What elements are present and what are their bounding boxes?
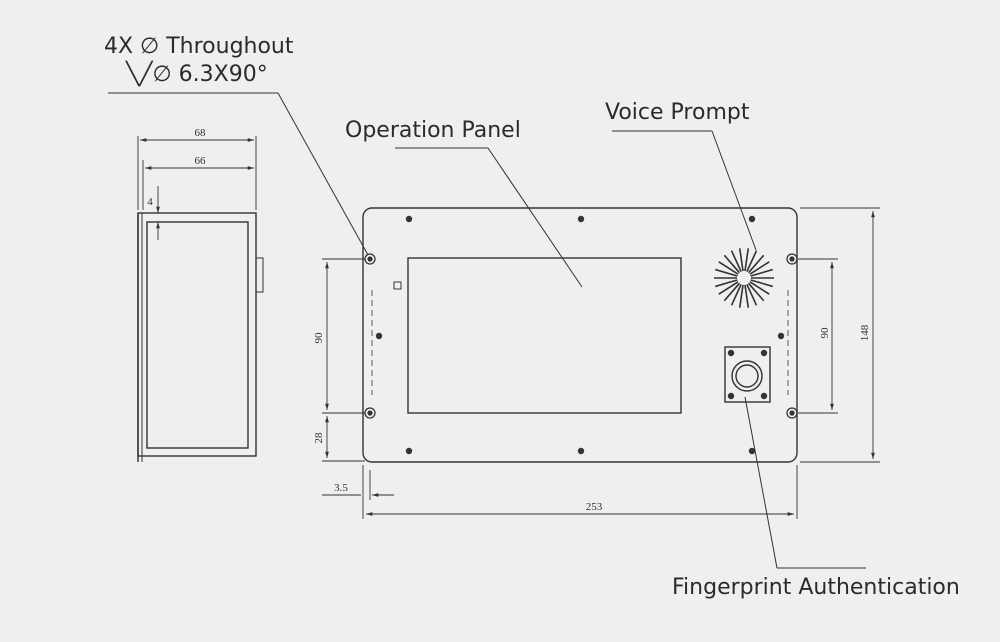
dim-text-90-left: 90	[313, 332, 325, 344]
speaker-slot	[749, 261, 770, 275]
screw-hole	[577, 447, 585, 455]
voice-prompt-label: Voice Prompt	[605, 100, 750, 125]
dim-text-3-5: 3.5	[334, 482, 348, 494]
side-view	[137, 212, 264, 462]
front-dimensions	[322, 207, 880, 519]
speaker-slot	[749, 281, 770, 295]
operation-panel-label: Operation Panel	[345, 118, 521, 143]
speaker-slot	[744, 284, 750, 308]
speaker-slot	[714, 268, 738, 277]
speaker-grille	[714, 248, 774, 308]
hole-spec-label-line1: 4X ∅ Throughout	[104, 34, 294, 59]
speaker-slot	[747, 254, 765, 274]
speaker-slot	[730, 284, 742, 306]
hole-spec-leader	[277, 92, 369, 256]
speaker-slot	[744, 248, 750, 272]
screw-hole	[760, 392, 768, 400]
dim-text-253: 253	[586, 501, 603, 513]
screw-hole	[777, 332, 785, 340]
side-dimensions	[137, 136, 257, 240]
center-lines	[371, 290, 789, 395]
dim-text-28: 28	[313, 432, 325, 444]
countersunk-hole	[786, 253, 798, 265]
screw-hole	[405, 215, 413, 223]
speaker-slot	[738, 284, 744, 308]
indicator-square	[393, 281, 402, 290]
fingerprint-ring-inner	[735, 364, 759, 388]
screw-hole	[748, 215, 756, 223]
dim-text-4: 4	[147, 196, 153, 208]
dim-text-68: 68	[195, 127, 207, 139]
screw-hole	[375, 332, 383, 340]
speaker-slot	[750, 279, 774, 288]
side-body-outline	[137, 212, 257, 457]
side-body-inner	[146, 221, 249, 449]
dim-text-148: 148	[859, 324, 871, 341]
fingerprint-housing	[724, 346, 771, 403]
screw-hole	[760, 349, 768, 357]
screw-hole	[727, 349, 735, 357]
screw-hole	[405, 447, 413, 455]
speaker-slot	[723, 282, 741, 302]
leader-lines	[108, 92, 866, 569]
screw-hole	[748, 447, 756, 455]
countersunk-hole	[786, 407, 798, 419]
speaker-slot	[730, 250, 742, 272]
front-panel-outline	[362, 207, 798, 463]
countersunk-hole-center	[367, 256, 373, 262]
countersunk-hole-center	[789, 410, 795, 416]
countersunk-hole-center	[789, 256, 795, 262]
dim-text-66: 66	[195, 155, 207, 167]
countersunk-hole	[364, 253, 376, 265]
countersunk-hole-center	[367, 410, 373, 416]
fingerprint-label: Fingerprint Authentication	[672, 575, 960, 600]
speaker-slot	[738, 248, 744, 272]
screw-holes	[364, 215, 798, 455]
fingerprint-module	[724, 346, 771, 403]
speaker-slot	[746, 284, 758, 306]
fingerprint-leader	[744, 396, 778, 569]
speaker-slot	[747, 282, 765, 302]
operation-panel-leader	[487, 147, 583, 288]
screw-hole	[727, 392, 735, 400]
speaker-slot	[714, 279, 738, 288]
speaker-slot	[746, 250, 758, 272]
dim-text-90-right: 90	[819, 327, 831, 339]
voice-prompt-leader	[711, 130, 757, 251]
countersunk-hole	[364, 407, 376, 419]
speaker-slot	[723, 254, 741, 274]
speaker-slot	[718, 261, 739, 275]
side-button	[255, 257, 264, 293]
fingerprint-ring-outer	[731, 360, 763, 392]
speaker-slot	[718, 281, 739, 295]
front-view	[362, 207, 798, 463]
speaker-slot	[750, 268, 774, 277]
hole-spec-label-line2: ╲╱∅ 6.3X90°	[126, 62, 268, 87]
screw-hole	[577, 215, 585, 223]
operation-panel-screen	[407, 257, 682, 414]
